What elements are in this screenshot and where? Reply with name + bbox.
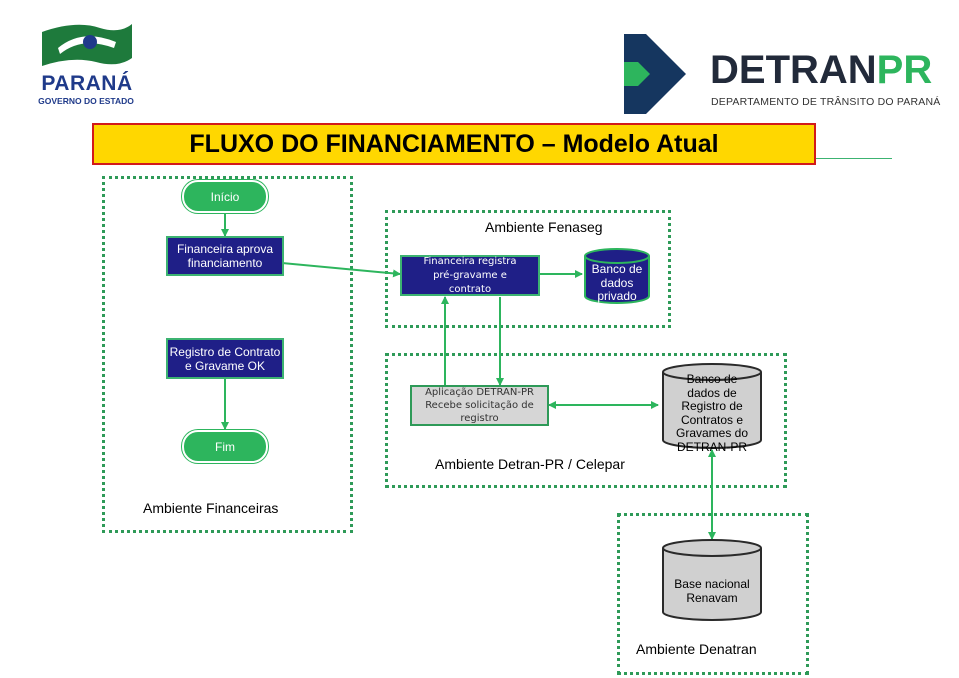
db-privado-cylinder — [584, 248, 650, 304]
parana-flag-icon — [42, 24, 132, 66]
detran-logo-wordmark: DETRANPR — [710, 50, 932, 90]
detran-arrow-icon — [624, 34, 686, 114]
label-ambiente-denatran: Ambiente Denatran — [636, 641, 757, 657]
db-privado-label: Banco de dados privado — [591, 262, 643, 303]
node-registro-ok: Registro de Contrato e Gravame OK — [166, 338, 284, 379]
db-renavam-label: Base nacional Renavam — [674, 577, 750, 605]
parana-logo-name: PARANÁ — [41, 72, 133, 95]
title-underline — [816, 158, 892, 159]
node-fim: Fim — [182, 430, 268, 463]
parana-logo: PARANÁ GOVERNO DO ESTADO — [36, 18, 136, 106]
db-detran-label: Banco de dados de Registro de Contratos … — [675, 372, 749, 454]
label-ambiente-fenaseg: Ambiente Fenaseg — [485, 219, 603, 235]
detran-logo: DETRANPR DEPARTAMENTO DE TRÂNSITO DO PAR… — [624, 34, 940, 114]
zone-detran — [385, 353, 787, 488]
label-ambiente-detran: Ambiente Detran-PR / Celepar — [435, 456, 625, 472]
node-inicio: Início — [182, 180, 268, 213]
db-detran-cylinder — [662, 363, 762, 449]
page-title: FLUXO DO FINANCIAMENTO – Modelo Atual — [189, 129, 719, 158]
detran-logo-name-b: PR — [876, 48, 933, 92]
db-renavam-cylinder — [662, 539, 762, 621]
node-aprova-financiamento: Financeira aprova financiamento — [166, 236, 284, 276]
detran-logo-subtitle: DEPARTAMENTO DE TRÂNSITO DO PARANÁ — [711, 96, 941, 108]
zone-financeiras — [102, 176, 353, 533]
node-aplicacao-detran: Aplicação DETRAN-PR Recebe solicitação d… — [410, 385, 549, 426]
zone-fenaseg — [385, 210, 671, 328]
parana-logo-subtitle: GOVERNO DO ESTADO — [38, 96, 134, 106]
node-financeira-registra: Financeira registra pré-gravame e contra… — [400, 255, 540, 296]
detran-logo-name-a: DETRAN — [710, 48, 877, 92]
label-ambiente-financeiras: Ambiente Financeiras — [143, 500, 279, 516]
title-banner: FLUXO DO FINANCIAMENTO – Modelo Atual — [92, 123, 816, 165]
